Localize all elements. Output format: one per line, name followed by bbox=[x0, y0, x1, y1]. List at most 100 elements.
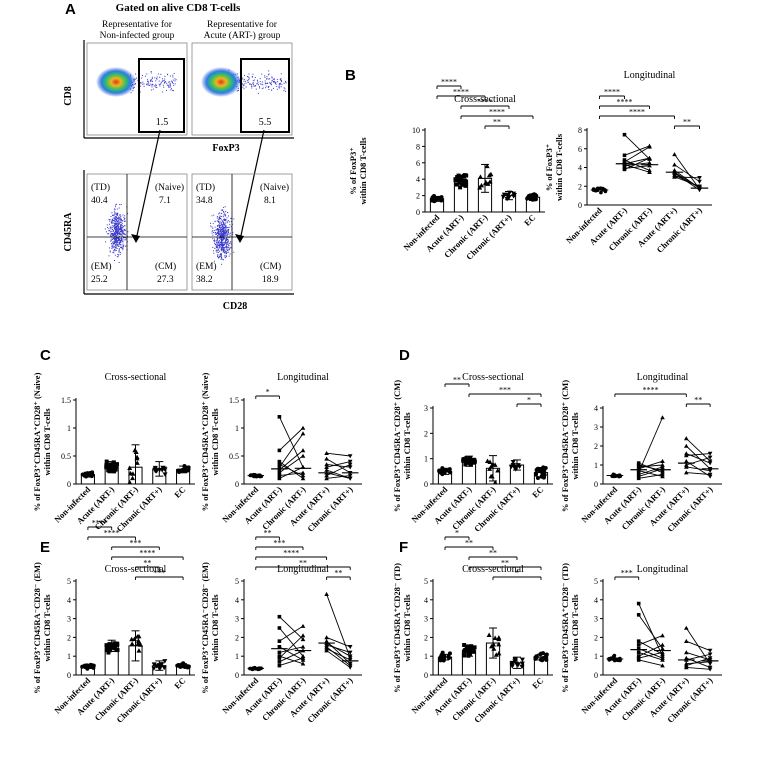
flow-dot bbox=[119, 221, 121, 223]
data-point bbox=[672, 174, 677, 179]
data-point bbox=[636, 476, 641, 481]
quad-right-naive-label: (Naive) bbox=[260, 182, 289, 193]
flow-dot bbox=[221, 238, 223, 240]
data-point bbox=[347, 645, 353, 650]
data-point bbox=[519, 661, 525, 666]
y-axis-label: % of FoxP3⁺CD45RA⁺CD28⁻ (TD) bbox=[392, 563, 402, 693]
flow-dot bbox=[217, 238, 218, 240]
data-point bbox=[492, 479, 498, 485]
flow-dot bbox=[216, 246, 218, 248]
flow-dot bbox=[113, 215, 115, 217]
data-point bbox=[636, 470, 641, 475]
quad-left-naive-value: 7.1 bbox=[159, 196, 171, 206]
flow-dot bbox=[225, 227, 227, 229]
flow-dot bbox=[252, 76, 254, 78]
gate-left-value: 1.5 bbox=[156, 117, 169, 128]
flow-dot bbox=[116, 230, 118, 232]
data-point bbox=[487, 179, 493, 184]
data-point bbox=[622, 153, 627, 158]
data-point bbox=[707, 468, 713, 473]
flow-dot bbox=[123, 229, 125, 231]
flow-dot bbox=[224, 252, 225, 253]
flow-dot bbox=[219, 234, 221, 236]
flow-dot bbox=[114, 229, 116, 231]
data-point bbox=[347, 665, 353, 670]
flow-dot bbox=[220, 219, 222, 221]
quad-plot-right bbox=[191, 173, 293, 291]
paired-line bbox=[279, 655, 304, 665]
data-point bbox=[622, 163, 627, 168]
flow-dot bbox=[224, 250, 226, 252]
flow-dot bbox=[219, 230, 221, 232]
flow-dot bbox=[215, 233, 217, 235]
flow-right-caption-line2: Acute (ART-) group bbox=[204, 30, 281, 41]
data-point bbox=[486, 632, 492, 638]
flow-dot bbox=[172, 83, 174, 84]
flow-dot bbox=[273, 80, 275, 82]
flow-dot bbox=[227, 246, 228, 248]
flow-dot bbox=[283, 87, 285, 89]
flow-dot bbox=[242, 84, 244, 86]
flow-dot bbox=[222, 226, 224, 228]
flow-dot bbox=[139, 91, 141, 93]
flow-dot bbox=[172, 90, 174, 92]
flow-dot bbox=[218, 217, 220, 219]
flow-dot bbox=[119, 233, 121, 234]
data-point bbox=[707, 451, 713, 456]
data-point bbox=[519, 664, 525, 670]
flow-dot bbox=[280, 73, 282, 75]
flow-dot bbox=[243, 83, 245, 85]
flow-dot bbox=[230, 246, 232, 248]
flow-dot bbox=[168, 81, 170, 83]
y-tick-label: 2 bbox=[594, 633, 598, 642]
flow-dot bbox=[132, 90, 134, 92]
flow-dot bbox=[261, 73, 263, 75]
paired-line bbox=[326, 646, 351, 666]
flow-dot bbox=[216, 247, 218, 249]
flow-dot bbox=[256, 79, 258, 81]
paired-line bbox=[326, 463, 351, 477]
flow-dot bbox=[114, 260, 115, 261]
flow-dot bbox=[251, 86, 253, 87]
flow-dot bbox=[218, 245, 220, 246]
data-point bbox=[489, 473, 495, 479]
flow-dot bbox=[223, 249, 225, 251]
flow-dot bbox=[114, 241, 116, 243]
significance-label: * bbox=[527, 396, 531, 405]
flow-dot bbox=[111, 247, 113, 249]
panel-letter-e: E bbox=[40, 539, 50, 556]
data-point bbox=[636, 472, 641, 477]
y-tick-label: 3 bbox=[594, 423, 598, 432]
data-point bbox=[697, 179, 702, 184]
flow-dot bbox=[218, 239, 220, 241]
flow-dot bbox=[174, 83, 176, 85]
flow-dot bbox=[117, 222, 119, 224]
flow-dot bbox=[220, 240, 222, 241]
flow-dot bbox=[115, 235, 117, 237]
data-point bbox=[462, 174, 467, 179]
flow-dot bbox=[221, 234, 223, 236]
data-point bbox=[537, 468, 542, 473]
y-tick-label: 2 bbox=[416, 192, 420, 201]
flow-dot bbox=[216, 228, 218, 229]
flow-dot bbox=[259, 78, 261, 80]
flow-dot bbox=[119, 230, 121, 232]
flow-dot bbox=[212, 222, 214, 224]
flow-dot bbox=[272, 78, 274, 80]
y-tick-label: 2 bbox=[235, 633, 239, 642]
data-point bbox=[462, 643, 467, 648]
paired-line bbox=[638, 652, 663, 659]
flow-dot bbox=[118, 223, 120, 224]
flow-dot bbox=[114, 235, 116, 237]
flow-dot bbox=[276, 88, 278, 90]
paired-line bbox=[685, 438, 711, 462]
flow-dot bbox=[147, 84, 149, 86]
flow-dot bbox=[261, 88, 263, 90]
y-tick-label: 1 bbox=[424, 455, 428, 464]
flow-dot bbox=[217, 234, 219, 236]
flow-dot bbox=[224, 212, 226, 214]
quad-right-em-value: 38.2 bbox=[196, 275, 213, 285]
flow-top-ylabel: CD8 bbox=[63, 86, 74, 105]
flow-dot bbox=[247, 81, 249, 83]
flow-dot bbox=[228, 221, 230, 223]
